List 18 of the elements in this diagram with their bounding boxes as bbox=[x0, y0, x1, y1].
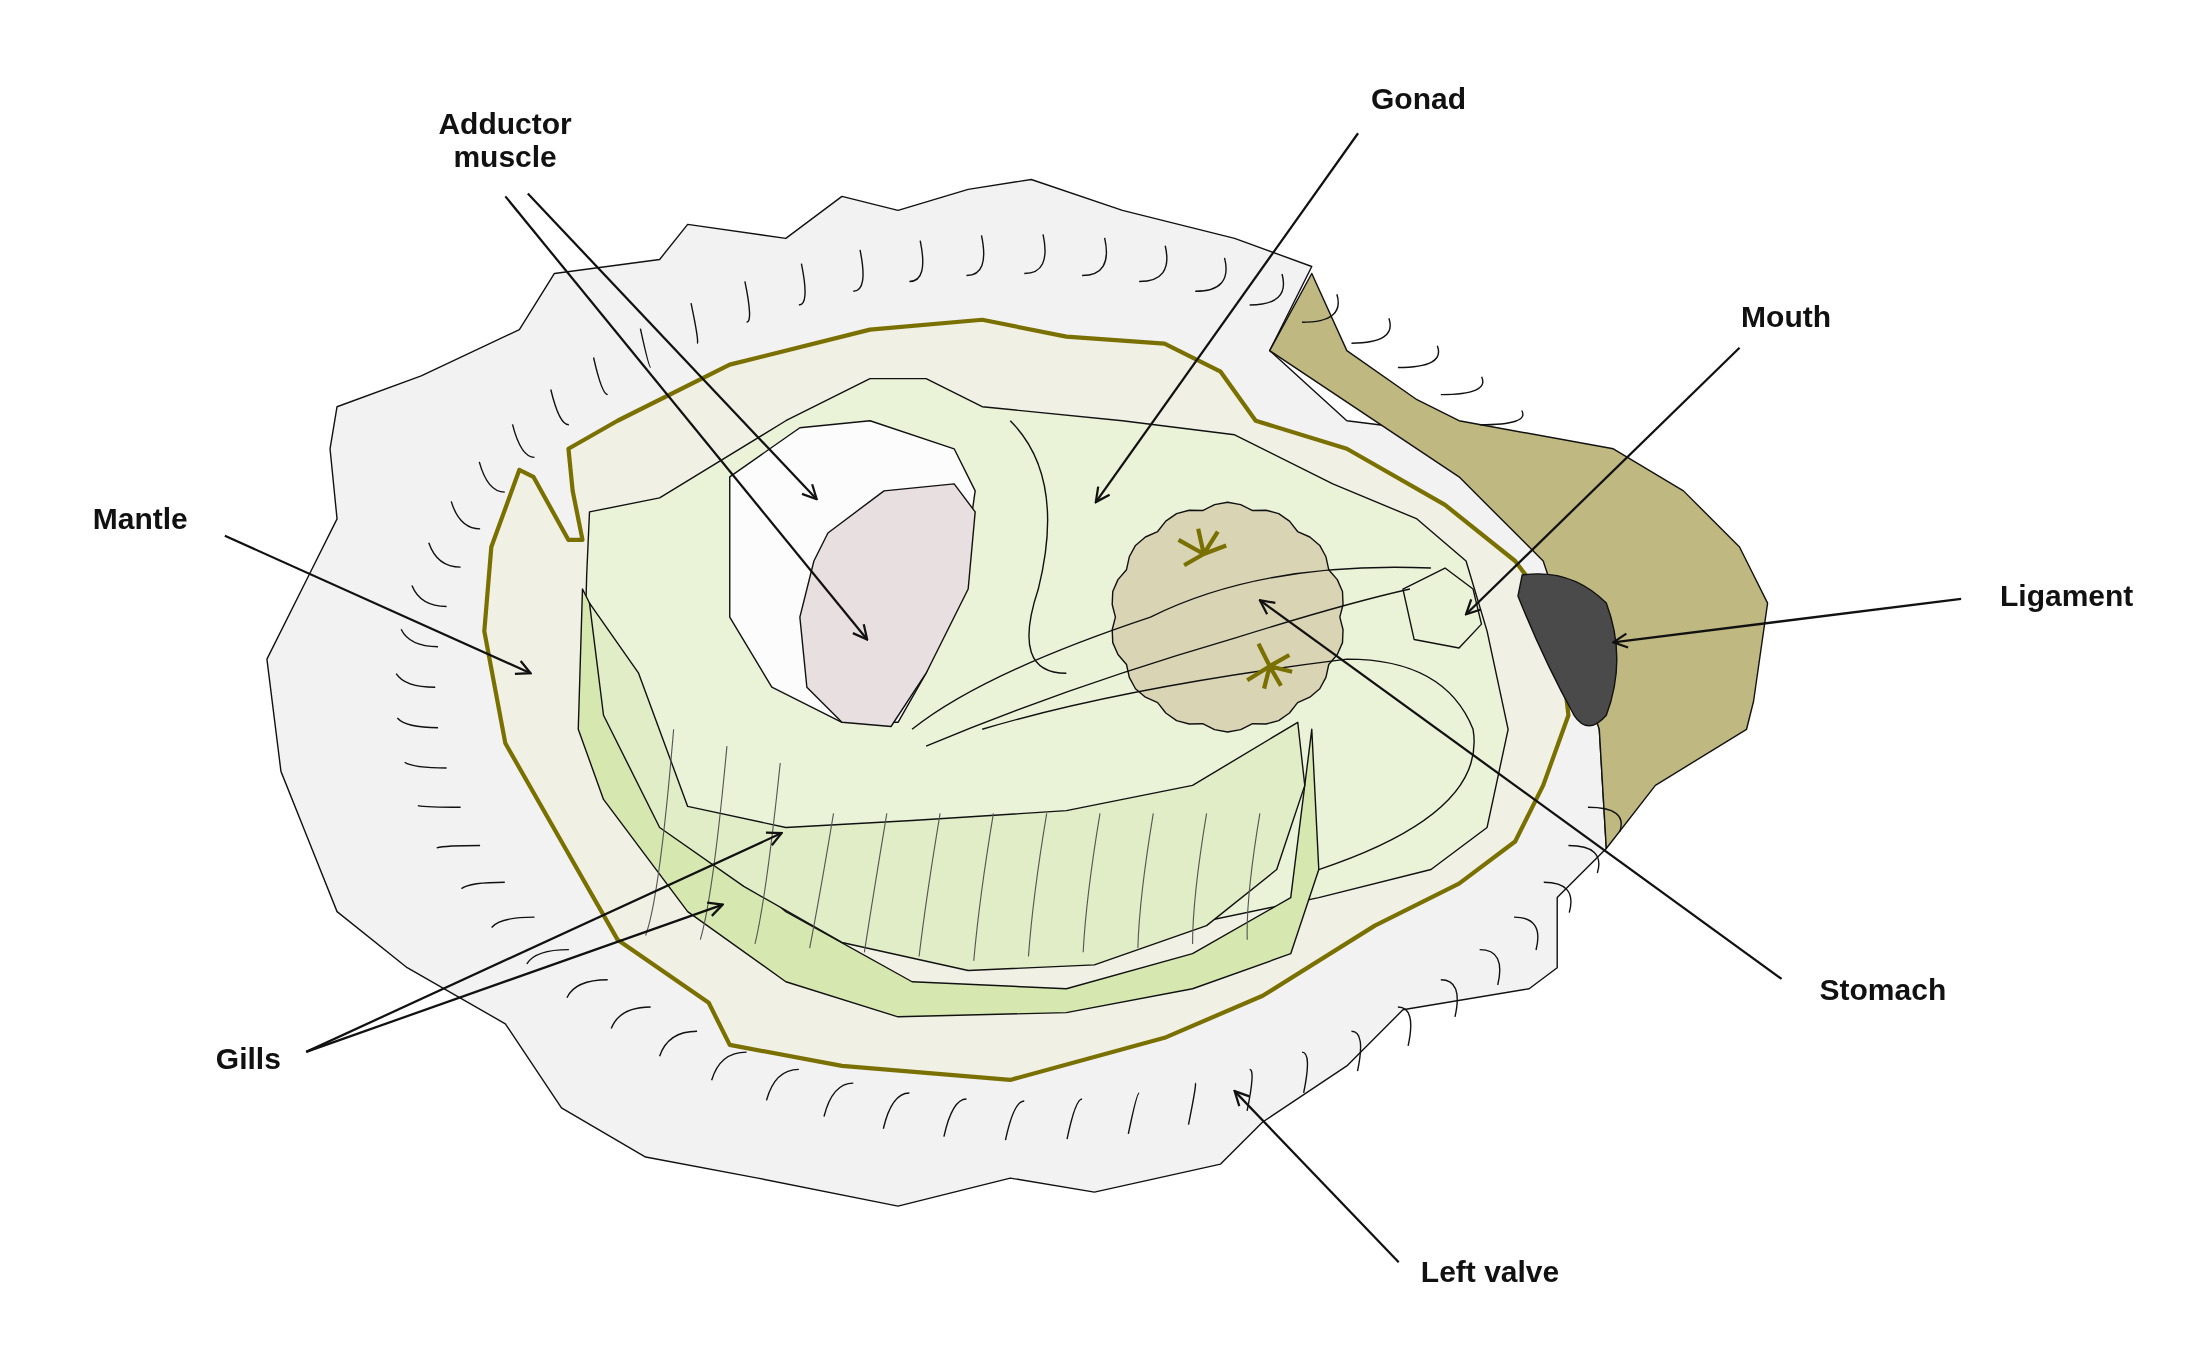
part-label: Gills bbox=[198, 1041, 299, 1075]
leader-line bbox=[224, 534, 532, 675]
leader-line bbox=[1464, 347, 1741, 616]
leader-line bbox=[1233, 1090, 1400, 1263]
part-label: Mouth bbox=[1726, 299, 1847, 333]
leader-line bbox=[1094, 132, 1359, 504]
leader-line bbox=[504, 195, 869, 641]
leader-line bbox=[1612, 597, 1962, 649]
part-label: Gonad bbox=[1358, 81, 1479, 115]
leader-line bbox=[1258, 599, 1783, 980]
part-label: Left valve bbox=[1405, 1254, 1576, 1288]
part-label: Mantle bbox=[75, 501, 206, 535]
part-label: Stomach bbox=[1807, 972, 1958, 1006]
leader-line bbox=[305, 831, 783, 1053]
leader-line bbox=[305, 901, 724, 1053]
leader-line bbox=[526, 192, 818, 501]
part-label: Adductor muscle bbox=[405, 107, 606, 174]
part-label: Ligament bbox=[1986, 578, 2147, 612]
